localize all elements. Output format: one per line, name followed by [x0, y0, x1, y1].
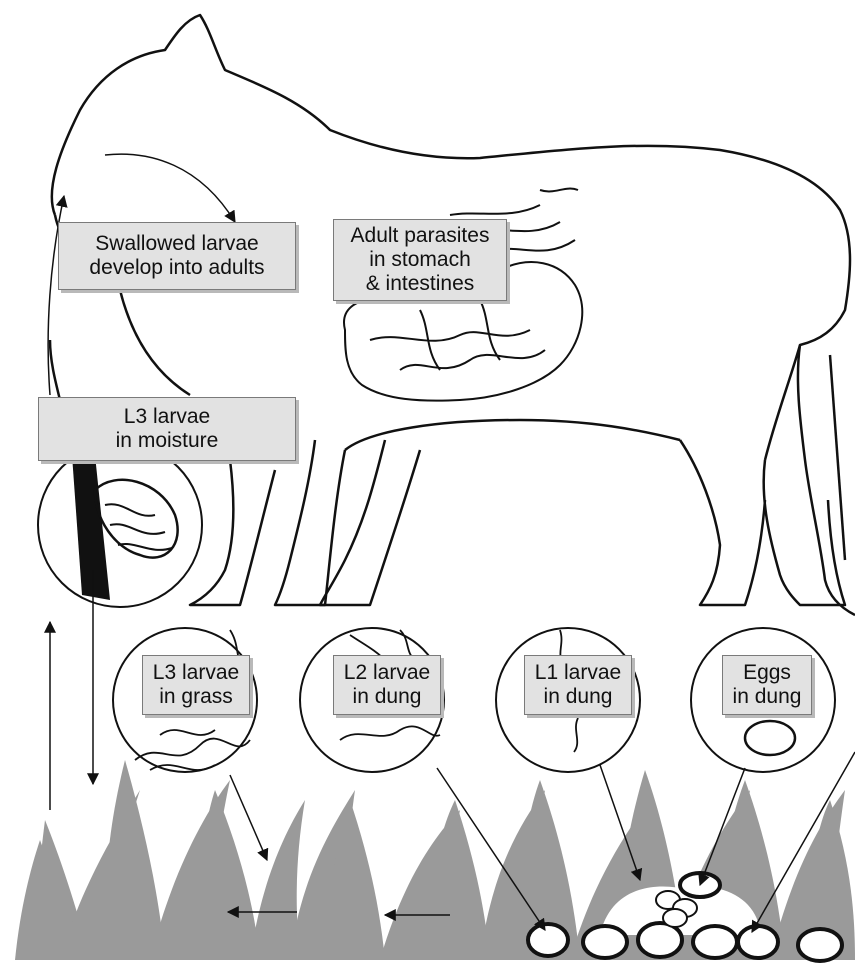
label-line: in grass [159, 685, 233, 709]
label-line: in dung [353, 685, 422, 709]
label-line: in dung [544, 685, 613, 709]
label-line: L1 larvae [535, 661, 621, 685]
label-swallowed-larvae: Swallowed larvae develop into adults [58, 222, 296, 290]
label-l2-dung: L2 larvae in dung [333, 655, 441, 715]
label-line: L2 larvae [344, 661, 430, 685]
vertical-arrows [50, 570, 93, 810]
label-line: Eggs [743, 661, 791, 685]
label-line: Adult parasites [351, 224, 490, 248]
label-adult-parasites: Adult parasites in stomach & intestines [333, 219, 507, 301]
label-l3-grass: L3 larvae in grass [142, 655, 250, 715]
label-line: in dung [733, 685, 802, 709]
label-l3-moisture: L3 larvae in moisture [38, 397, 296, 461]
l3-moisture-circle [38, 443, 202, 607]
label-line: L3 larvae [153, 661, 239, 685]
label-line: in stomach [369, 248, 471, 272]
label-line: L3 larvae [124, 405, 210, 429]
label-l1-dung: L1 larvae in dung [524, 655, 632, 715]
label-eggs-dung: Eggs in dung [722, 655, 812, 715]
egg-icon [745, 721, 795, 755]
label-line: in moisture [116, 429, 219, 453]
label-line: develop into adults [89, 256, 264, 280]
label-line: Swallowed larvae [95, 232, 258, 256]
label-line: & intestines [366, 272, 475, 296]
